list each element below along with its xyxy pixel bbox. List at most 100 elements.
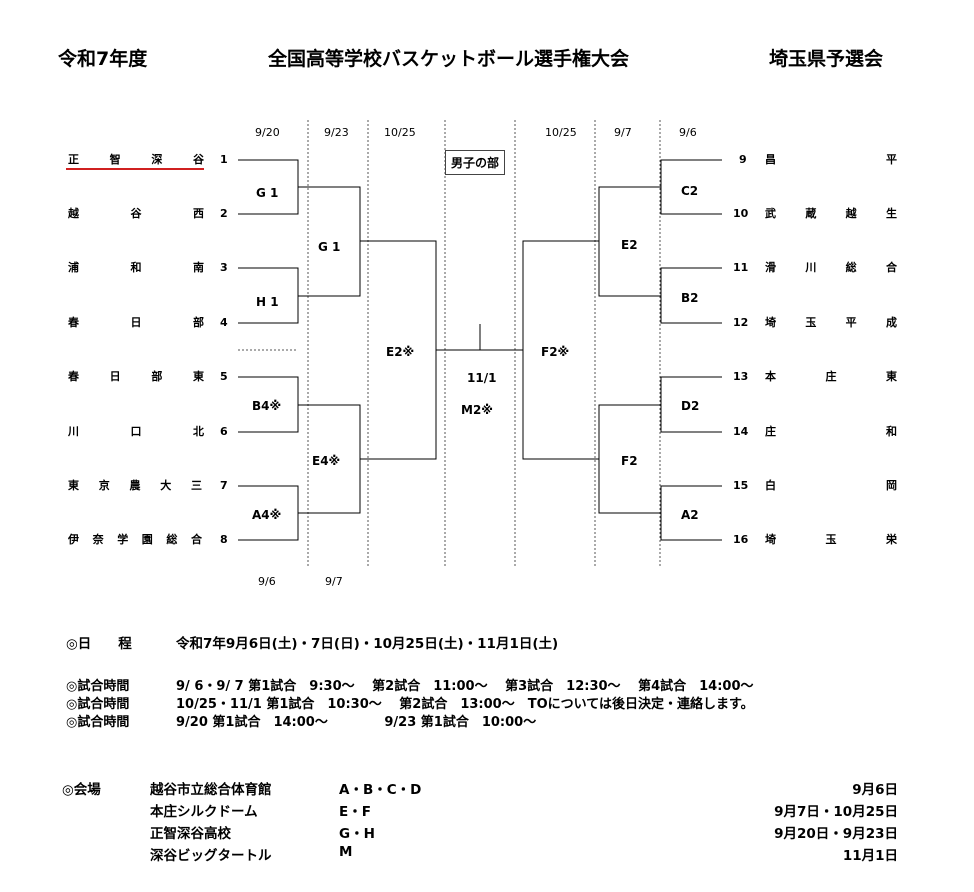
time-label: ◎試合時間: [66, 679, 130, 694]
team-name-char: 西: [193, 207, 204, 220]
team-name-char: 栄: [886, 533, 897, 546]
team-name-char: 奈: [92, 533, 104, 546]
team-name-char: 正: [68, 153, 79, 166]
game-label: G 1: [256, 186, 279, 200]
team-name-char: 深: [151, 153, 163, 166]
game-label: F2※: [541, 345, 570, 359]
team-name: 武蔵越生: [765, 206, 897, 222]
team-name-char: 生: [885, 207, 897, 220]
team-name-char: 部: [193, 316, 204, 329]
team-name-char: 東: [886, 370, 897, 383]
team-number: 12: [733, 316, 749, 329]
venue-name: 深谷ビッグタートル: [150, 848, 272, 864]
team-name: 浦和南: [68, 260, 204, 276]
team-number: 6: [220, 425, 228, 438]
winner-underline: [66, 168, 204, 170]
team-name-char: 京: [98, 479, 110, 492]
bracket-line: [660, 485, 722, 541]
time-label: ◎試合時間: [66, 697, 130, 712]
team-name-char: 日: [130, 316, 142, 329]
team-name: 昌平: [765, 152, 897, 168]
team-name: 滑川総合: [765, 260, 897, 276]
venue-name: 正智深谷高校: [150, 826, 231, 842]
game-label: B4※: [252, 399, 282, 413]
team-name-char: 口: [130, 425, 142, 438]
schedule-text: 令和7年9月6日(土)・7日(日)・10月25日(土)・11月1日(土): [176, 636, 559, 652]
team-name-char: 智: [109, 153, 121, 166]
team-name-char: 平: [886, 153, 897, 166]
team-name-char: 伊: [68, 533, 79, 546]
team-name-char: 学: [117, 533, 129, 546]
team-name-char: 庄: [825, 370, 837, 383]
team-number: 14: [733, 425, 749, 438]
header-region: 埼玉県予選会: [769, 48, 884, 70]
venue-courts: G・H: [339, 826, 375, 842]
bracket-line: [660, 159, 722, 215]
team-name-char: 総: [845, 261, 857, 274]
team-number: 10: [733, 207, 749, 220]
round-date: 9/7: [325, 575, 343, 588]
team-name-char: 日: [109, 370, 121, 383]
team-number: 8: [220, 533, 228, 546]
team-name-char: 蔵: [805, 207, 817, 220]
team-name-char: 東: [192, 370, 204, 383]
venue-courts: M: [339, 844, 353, 860]
team-name-char: 東: [68, 479, 79, 492]
round-date: 9/23: [324, 126, 349, 139]
game-label: H 1: [256, 295, 279, 309]
bracket-line: [660, 267, 722, 324]
team-name: 越谷西: [68, 206, 204, 222]
team-number: 1: [220, 153, 228, 166]
team-number: 11: [733, 261, 749, 274]
team-number: 16: [733, 533, 749, 546]
time-text: 10/25・11/1 第1試合 10:30～ 第2試合 13:00～ TOについ…: [176, 697, 754, 712]
division-label: 男子の部: [445, 150, 506, 175]
game-label: C2: [681, 184, 699, 198]
team-name-char: 玉: [825, 533, 837, 546]
venue-date: 9月7日・10月25日: [774, 804, 898, 820]
round-date: 9/6: [679, 126, 697, 139]
bracket-line: [598, 404, 661, 514]
team-name: 埼玉栄: [765, 532, 897, 548]
bracket-line: [660, 376, 722, 433]
venue-date: 9月6日: [852, 782, 898, 798]
time-label: ◎試合時間: [66, 715, 130, 730]
venue-label: ◎会場: [62, 782, 101, 798]
game-label: E4※: [312, 454, 341, 468]
game-label: D2: [681, 399, 700, 413]
team-name-char: 平: [845, 316, 857, 329]
team-name-char: 川: [805, 261, 817, 274]
schedule-label: ◎日 程: [66, 636, 132, 652]
team-name: 春日部東: [68, 369, 204, 385]
team-name-char: 和: [130, 261, 142, 274]
team-name: 庄和: [765, 424, 897, 440]
round-date: 10/25: [545, 126, 577, 139]
header-title: 全国高等学校バスケットボール選手権大会: [268, 48, 630, 70]
bracket-line: [598, 186, 661, 297]
venue-courts: A・B・C・D: [339, 782, 422, 798]
team-name-char: 北: [193, 425, 204, 438]
team-name-char: 農: [129, 479, 141, 492]
team-number: 4: [220, 316, 228, 329]
venue-courts: E・F: [339, 804, 371, 820]
team-name-char: 玉: [805, 316, 817, 329]
team-name-char: 越: [845, 207, 857, 220]
team-name-char: 岡: [886, 479, 897, 492]
round-guides: [238, 120, 661, 568]
team-number: 13: [733, 370, 749, 383]
team-number: 3: [220, 261, 228, 274]
team-name-char: 庄: [765, 425, 776, 438]
team-name-char: 白: [765, 479, 776, 492]
team-name-char: 浦: [68, 261, 79, 274]
team-name-char: 合: [190, 533, 202, 546]
venue-date: 11月1日: [842, 848, 898, 864]
team-name-char: 滑: [765, 261, 776, 274]
team-name-char: 春: [68, 370, 79, 383]
team-number: 7: [220, 479, 228, 492]
team-name: 春日部: [68, 315, 204, 331]
game-label: E2: [621, 238, 638, 252]
round-date: 9/7: [614, 126, 632, 139]
header-year: 令和7年度: [58, 48, 148, 70]
team-name-char: 川: [68, 425, 79, 438]
